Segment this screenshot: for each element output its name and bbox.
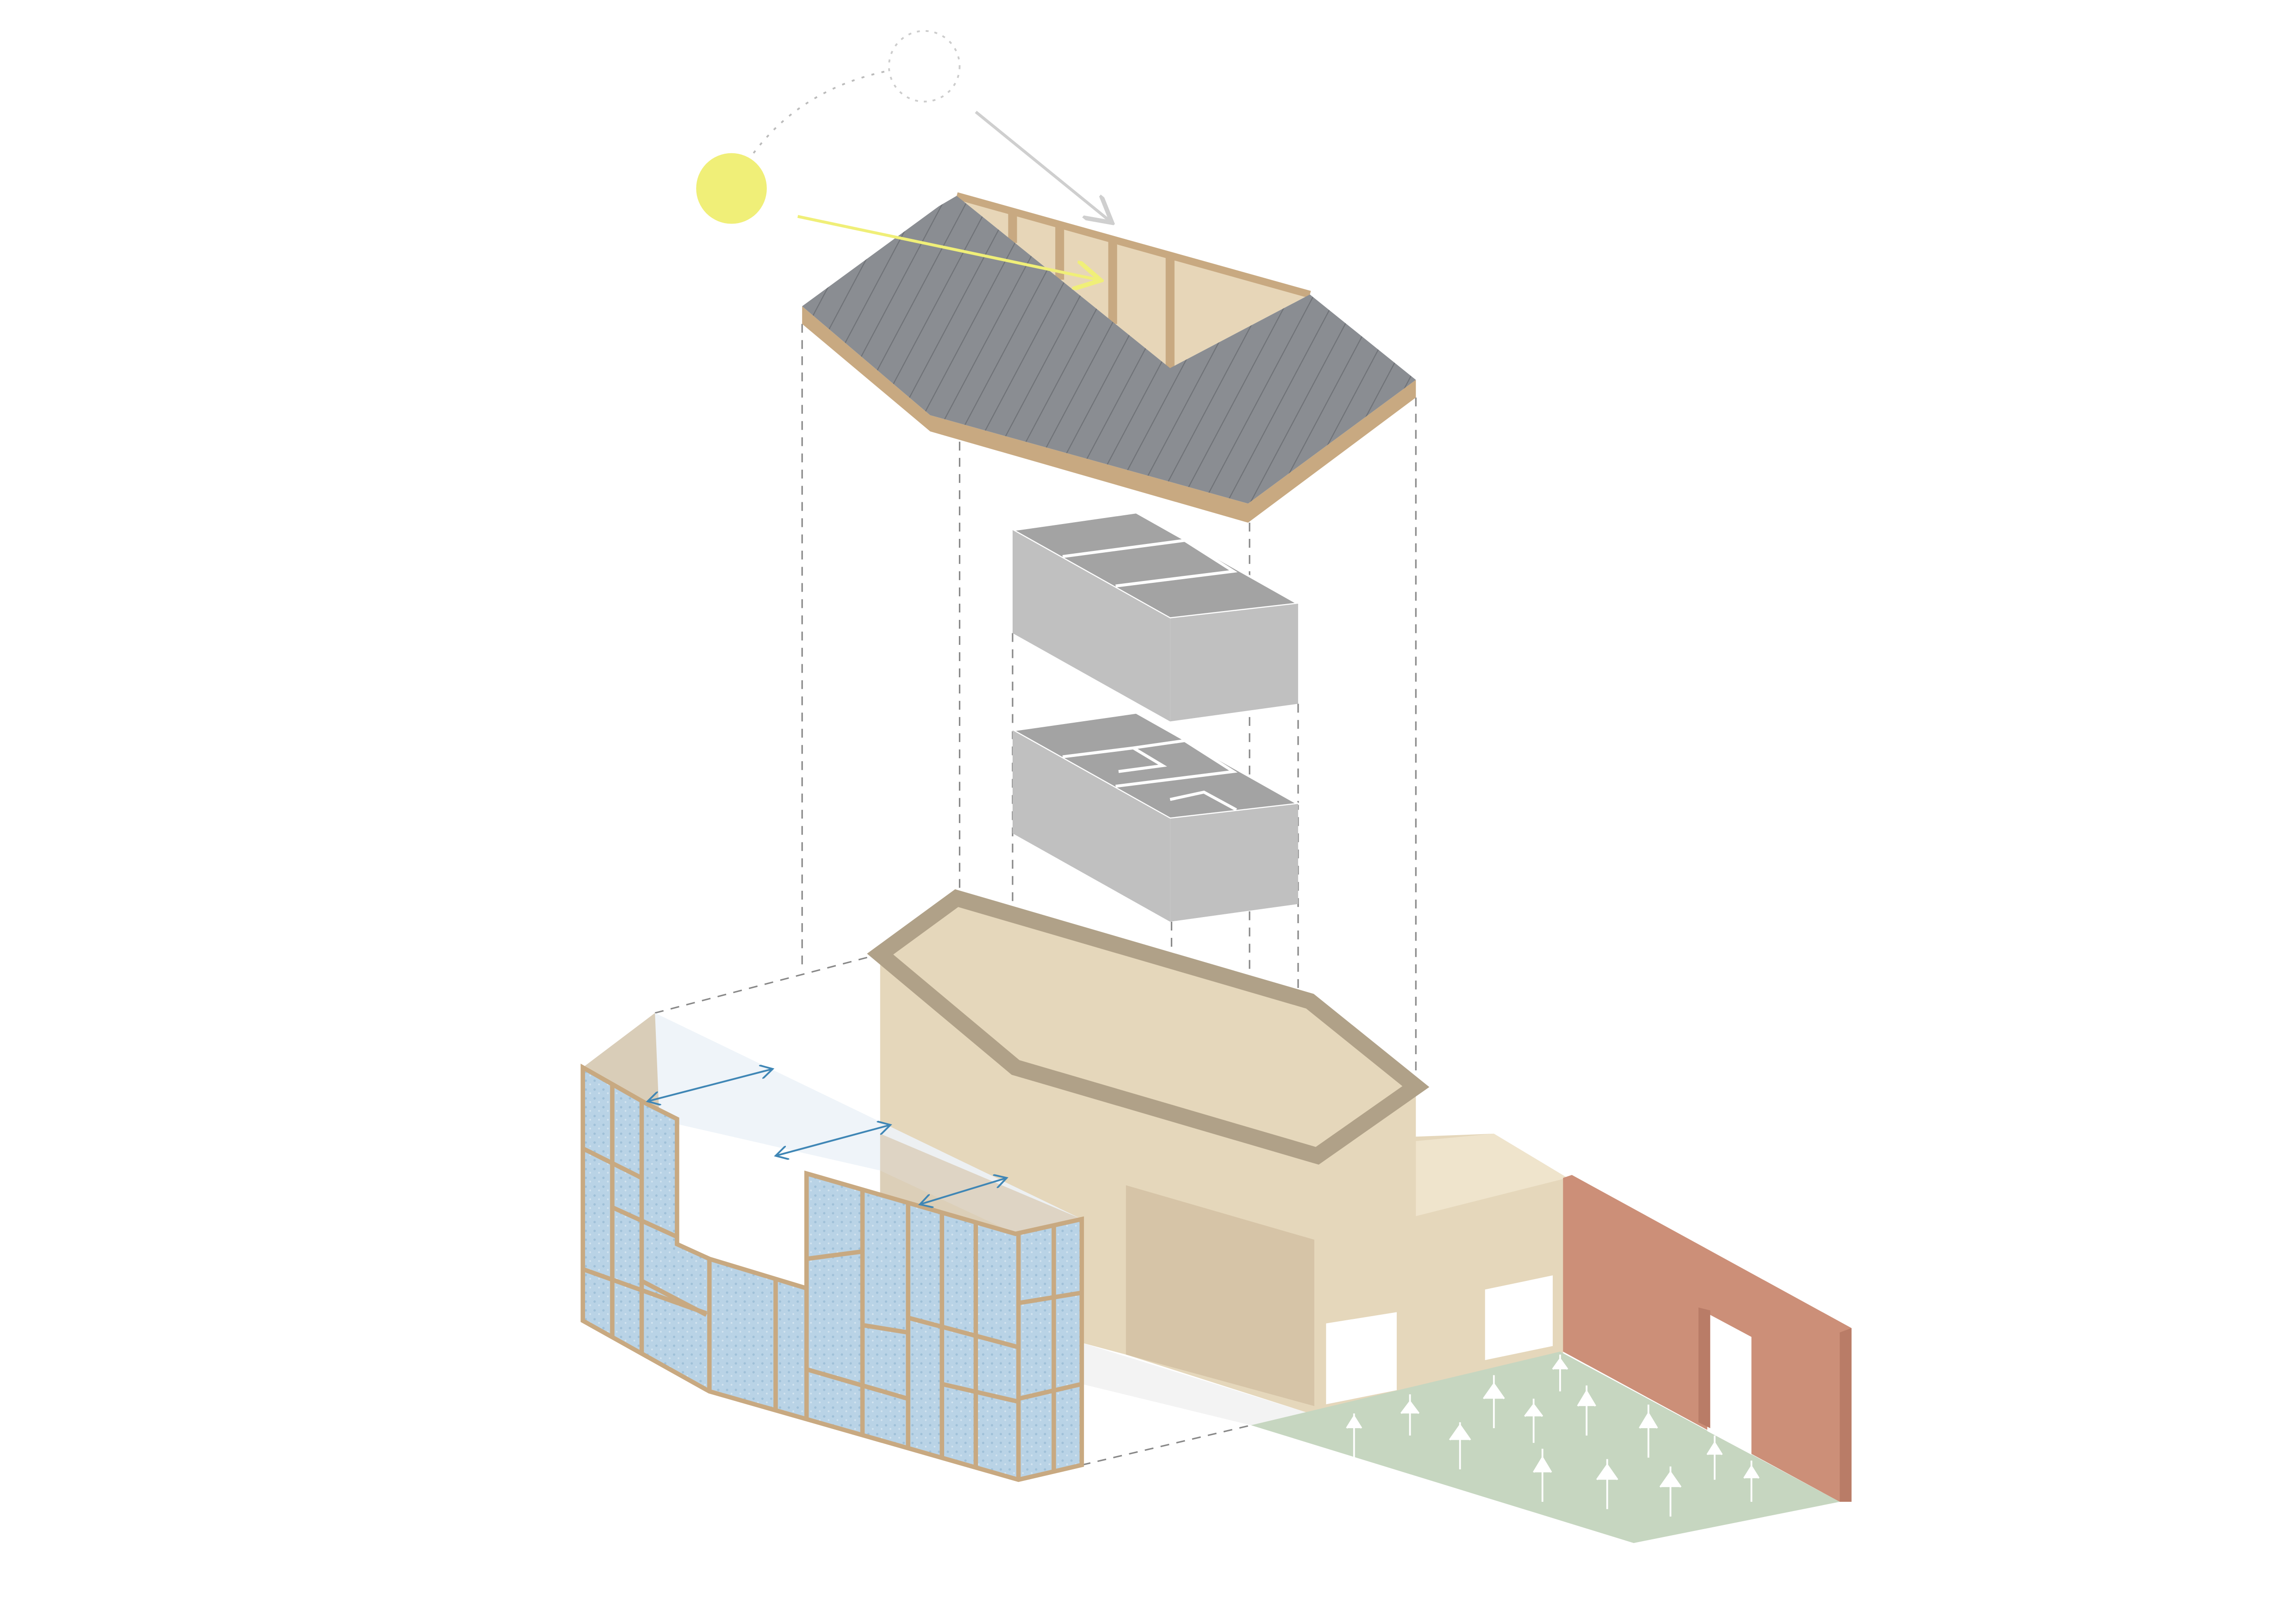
glass-mullions	[582, 1085, 1083, 1480]
screen-void	[655, 1013, 1082, 1465]
sun-icon	[696, 153, 767, 224]
annex-roof	[1416, 1133, 1568, 1217]
previous-sun-position	[888, 30, 961, 103]
roof-rafters	[955, 192, 1311, 369]
garden	[1251, 1351, 1840, 1543]
window-2	[1482, 1272, 1556, 1364]
screen-top	[583, 1013, 660, 1119]
brick-wall	[1563, 1174, 1852, 1502]
ventilation-arrows	[647, 1069, 1007, 1205]
upper-floor	[1009, 511, 1302, 722]
roof-rim	[867, 889, 1430, 1165]
sun-ray-arrow-grey	[975, 111, 1109, 221]
lower-floor	[1009, 711, 1302, 922]
sun-path	[696, 30, 1110, 224]
roof	[797, 192, 1416, 523]
roof-tiles	[802, 195, 1416, 504]
ground-floor-slab	[1082, 1343, 1310, 1425]
recess-shadow	[1126, 1185, 1314, 1406]
plants	[1346, 1354, 1760, 1517]
window-1	[1323, 1308, 1400, 1408]
wall-opening	[1707, 1313, 1752, 1455]
roof-fascia	[802, 306, 1416, 523]
sun-ray-arrow-yellow	[797, 215, 1098, 280]
glass-screen	[580, 1013, 1084, 1482]
roof-void	[957, 195, 1310, 369]
